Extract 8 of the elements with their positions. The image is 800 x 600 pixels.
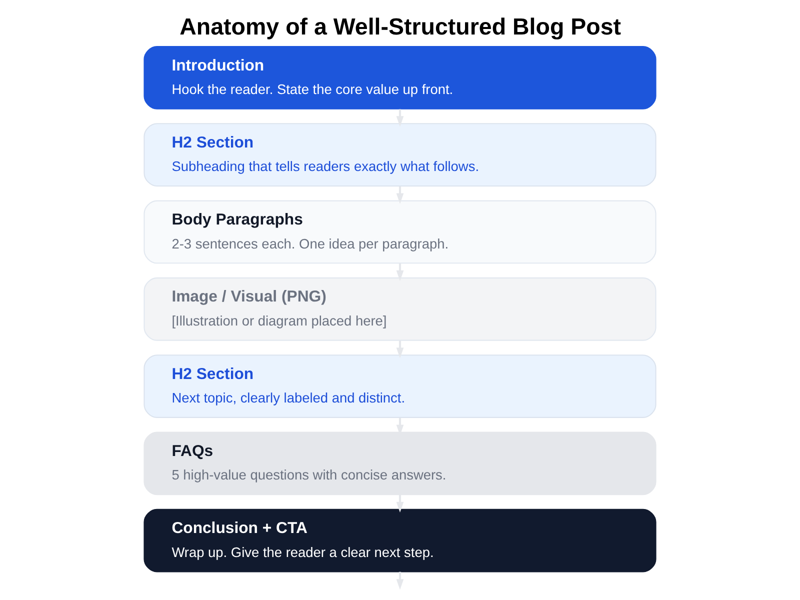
node-box: Image / Visual (PNG) [Illustration or diagram placed here] <box>144 277 656 341</box>
node-box: H2 Section Next topic, clearly labeled and distinct. <box>144 354 656 418</box>
diagram-title: Anatomy of a Well-Structured Blog Post <box>180 13 621 40</box>
node-box: Introduction Hook the reader. State the core value up front. <box>144 46 656 110</box>
node-box: FAQs 5 high-value questions with concise answers. <box>144 432 656 496</box>
node-box: Conclusion + CTA Wrap up. Give the reader a clear next step. <box>144 508 656 572</box>
node-box: H2 Section Subheading that tells readers exactly what follows. <box>144 123 656 187</box>
node-box: Body Paragraphs 2-3 sentences each. One idea per paragraph. <box>144 200 656 264</box>
